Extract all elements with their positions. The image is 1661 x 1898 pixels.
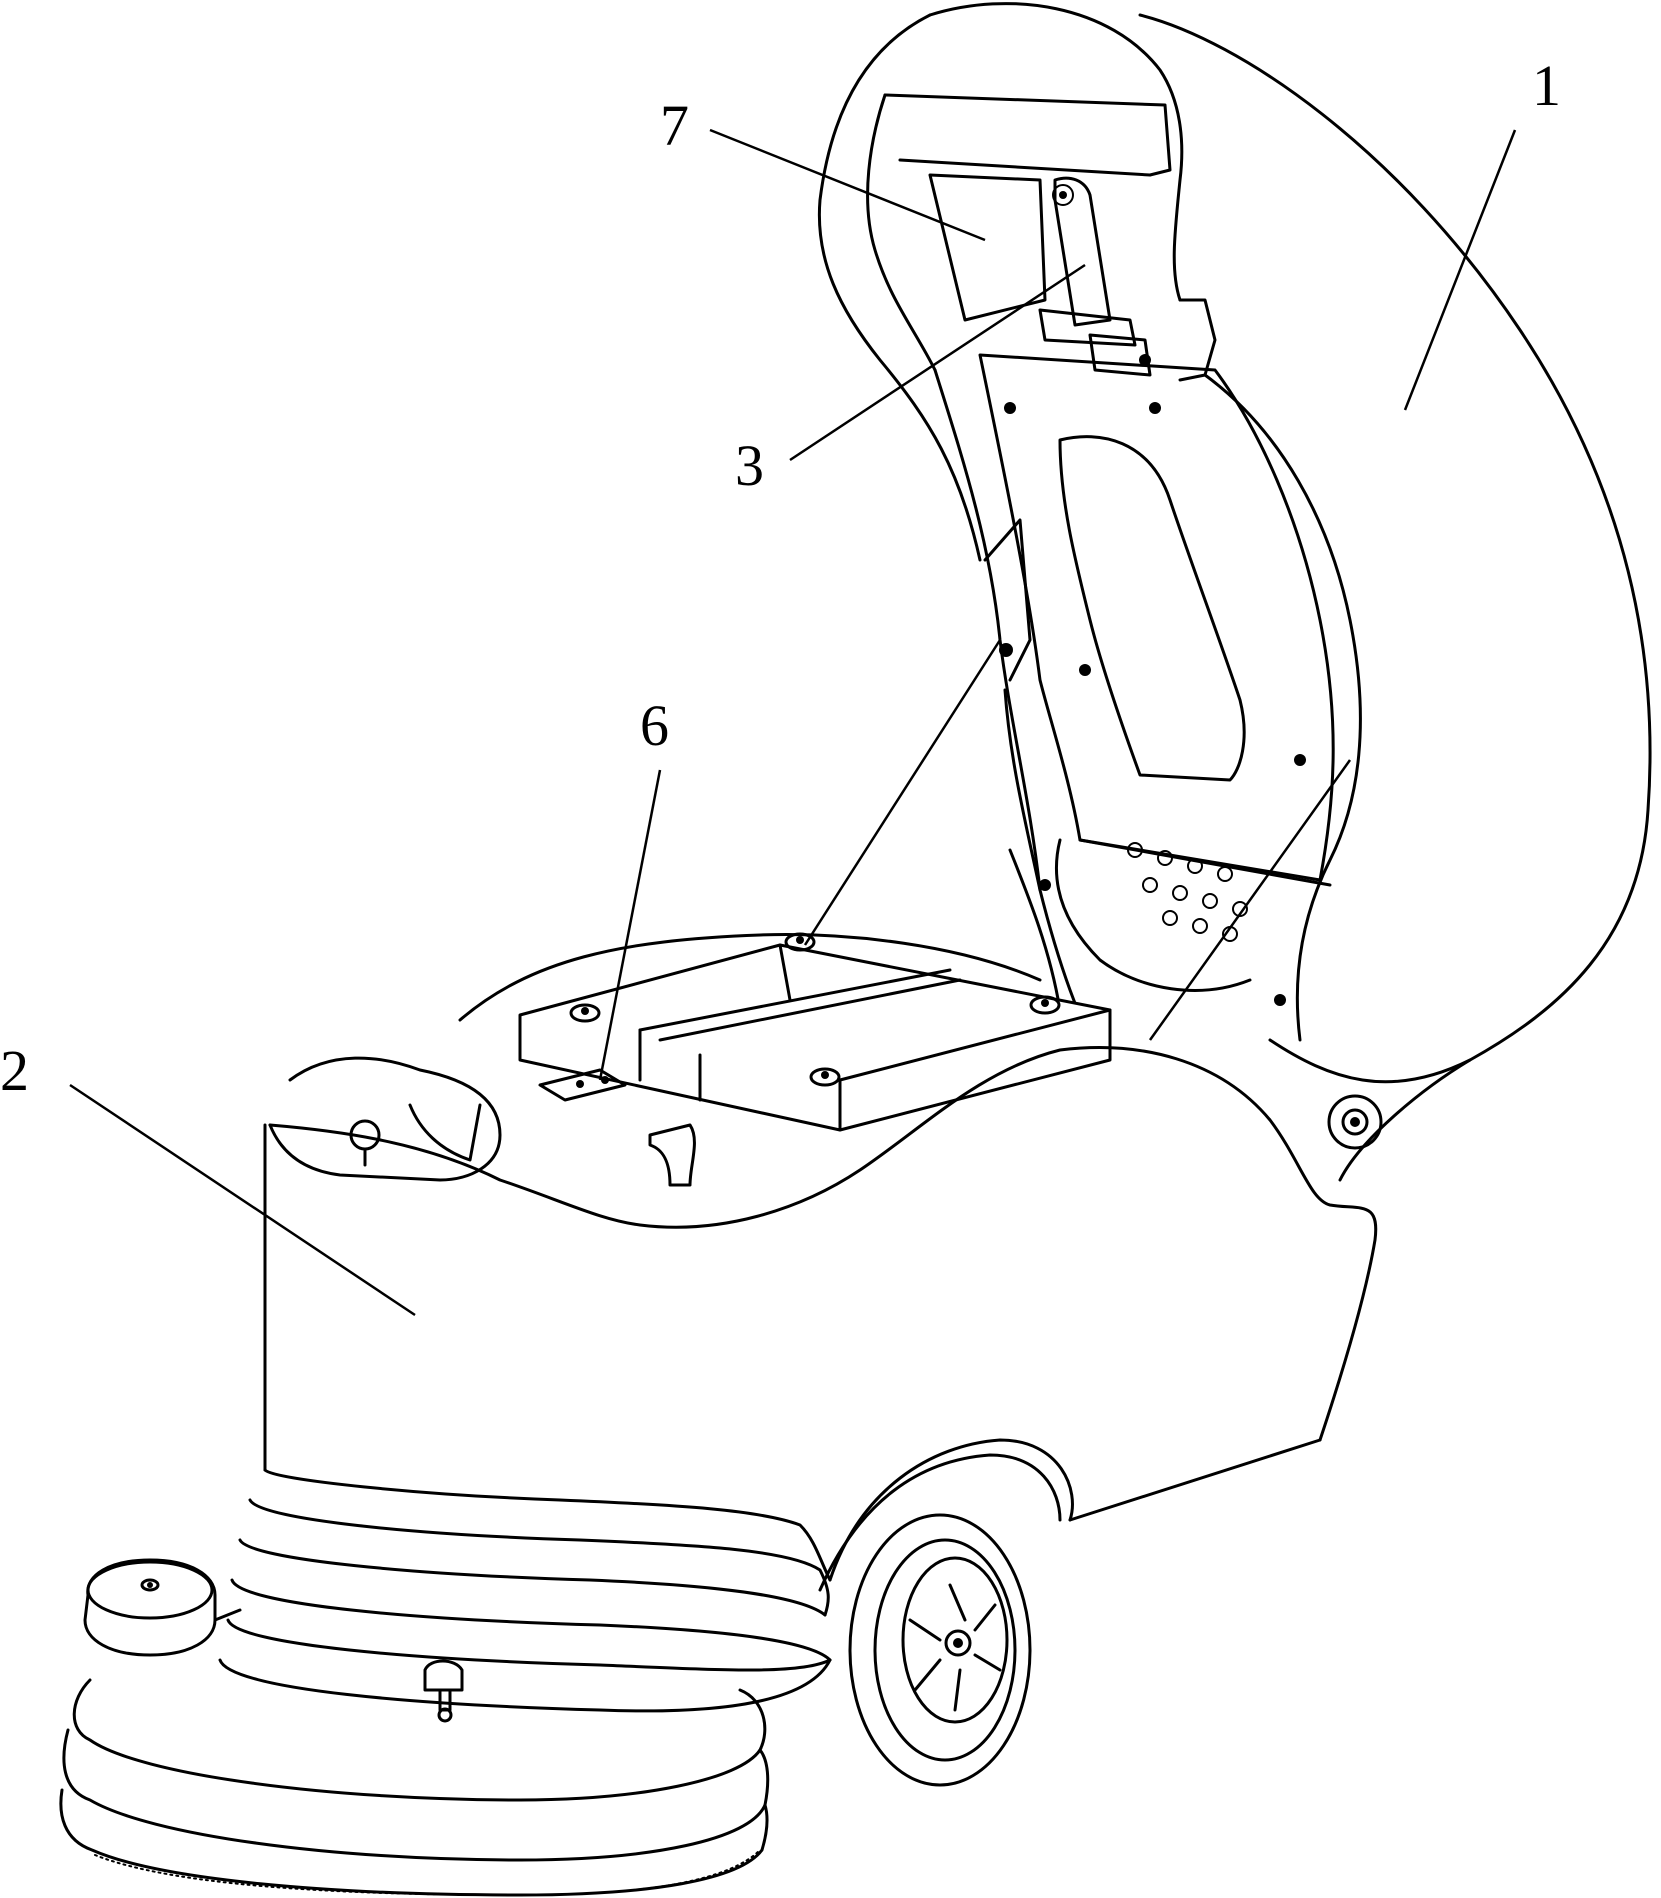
lid-cover (817, 2, 1652, 1182)
label-7: 7 (660, 93, 689, 158)
reference-numerals: 1 2 3 6 7 (0, 53, 1561, 1103)
brush-deck (59, 1468, 832, 1897)
inner-panel (978, 353, 1335, 1012)
label-1: 1 (1532, 53, 1561, 118)
label-2: 2 (0, 1038, 29, 1103)
leader-lines (69, 128, 1517, 1317)
leader-6 (598, 769, 662, 1081)
battery-tray (518, 932, 1112, 1187)
latch-handle (928, 173, 1152, 377)
leader-1 (1403, 129, 1517, 411)
leader-2 (69, 1083, 416, 1317)
label-6: 6 (640, 693, 669, 758)
rear-wheel (848, 1513, 1032, 1787)
leader-7 (709, 128, 986, 242)
main-body (263, 933, 1378, 1592)
battery-terminals (569, 932, 1061, 1087)
leader-battery-left (803, 639, 1002, 946)
label-3: 3 (735, 433, 764, 498)
leader-3 (789, 263, 1086, 462)
leader-battery-right (1148, 759, 1352, 1041)
